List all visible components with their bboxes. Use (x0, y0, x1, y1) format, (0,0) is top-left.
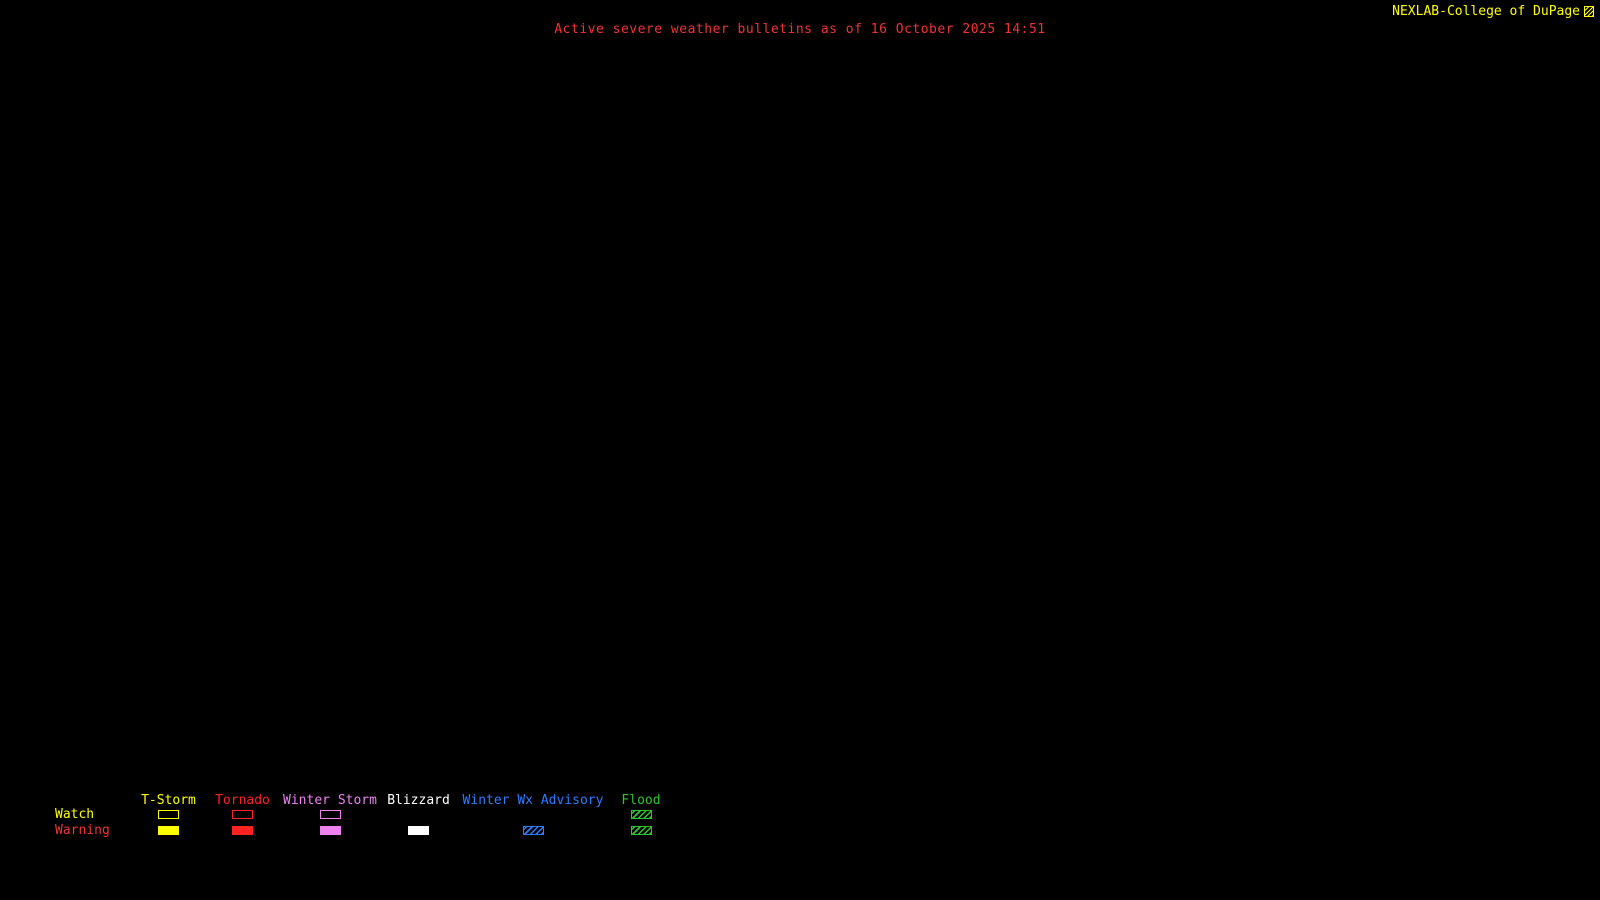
swatch-winter-storm-warning (319, 825, 341, 835)
swatch-flood-warning (630, 825, 652, 835)
cod-logo-icon (1584, 6, 1594, 17)
legend-header-winter-storm: Winter Storm (283, 793, 377, 808)
swatch-blizzard-warning (408, 825, 429, 835)
legend-watch-label: Watch (55, 807, 95, 822)
swatch-tornado-watch (232, 810, 253, 819)
swatch-tstorm-warning (158, 825, 179, 835)
attribution: NEXLAB-College of DuPage (1392, 4, 1594, 19)
swatch-tornado-warning (232, 825, 253, 835)
swatch-tstorm-watch (158, 810, 179, 819)
legend-header-tornado: Tornado (215, 793, 270, 808)
legend-header-tstorm: T-Storm (141, 793, 196, 808)
legend-header-winter-wx-advisory: Winter Wx Advisory (462, 793, 604, 808)
legend-warning-label: Warning (55, 822, 110, 838)
page-title: Active severe weather bulletins as of 16… (554, 22, 1046, 37)
swatch-winter-storm-watch (319, 810, 341, 819)
legend: T-Storm Tornado Winter Storm Blizzard Wi… (55, 792, 671, 839)
legend-header-blizzard: Blizzard (387, 793, 450, 808)
swatch-flood-watch (630, 810, 652, 819)
swatch-winter-wx-advisory-warning (522, 825, 544, 835)
legend-header-flood: Flood (621, 793, 661, 808)
attribution-text: NEXLAB-College of DuPage (1392, 4, 1580, 19)
